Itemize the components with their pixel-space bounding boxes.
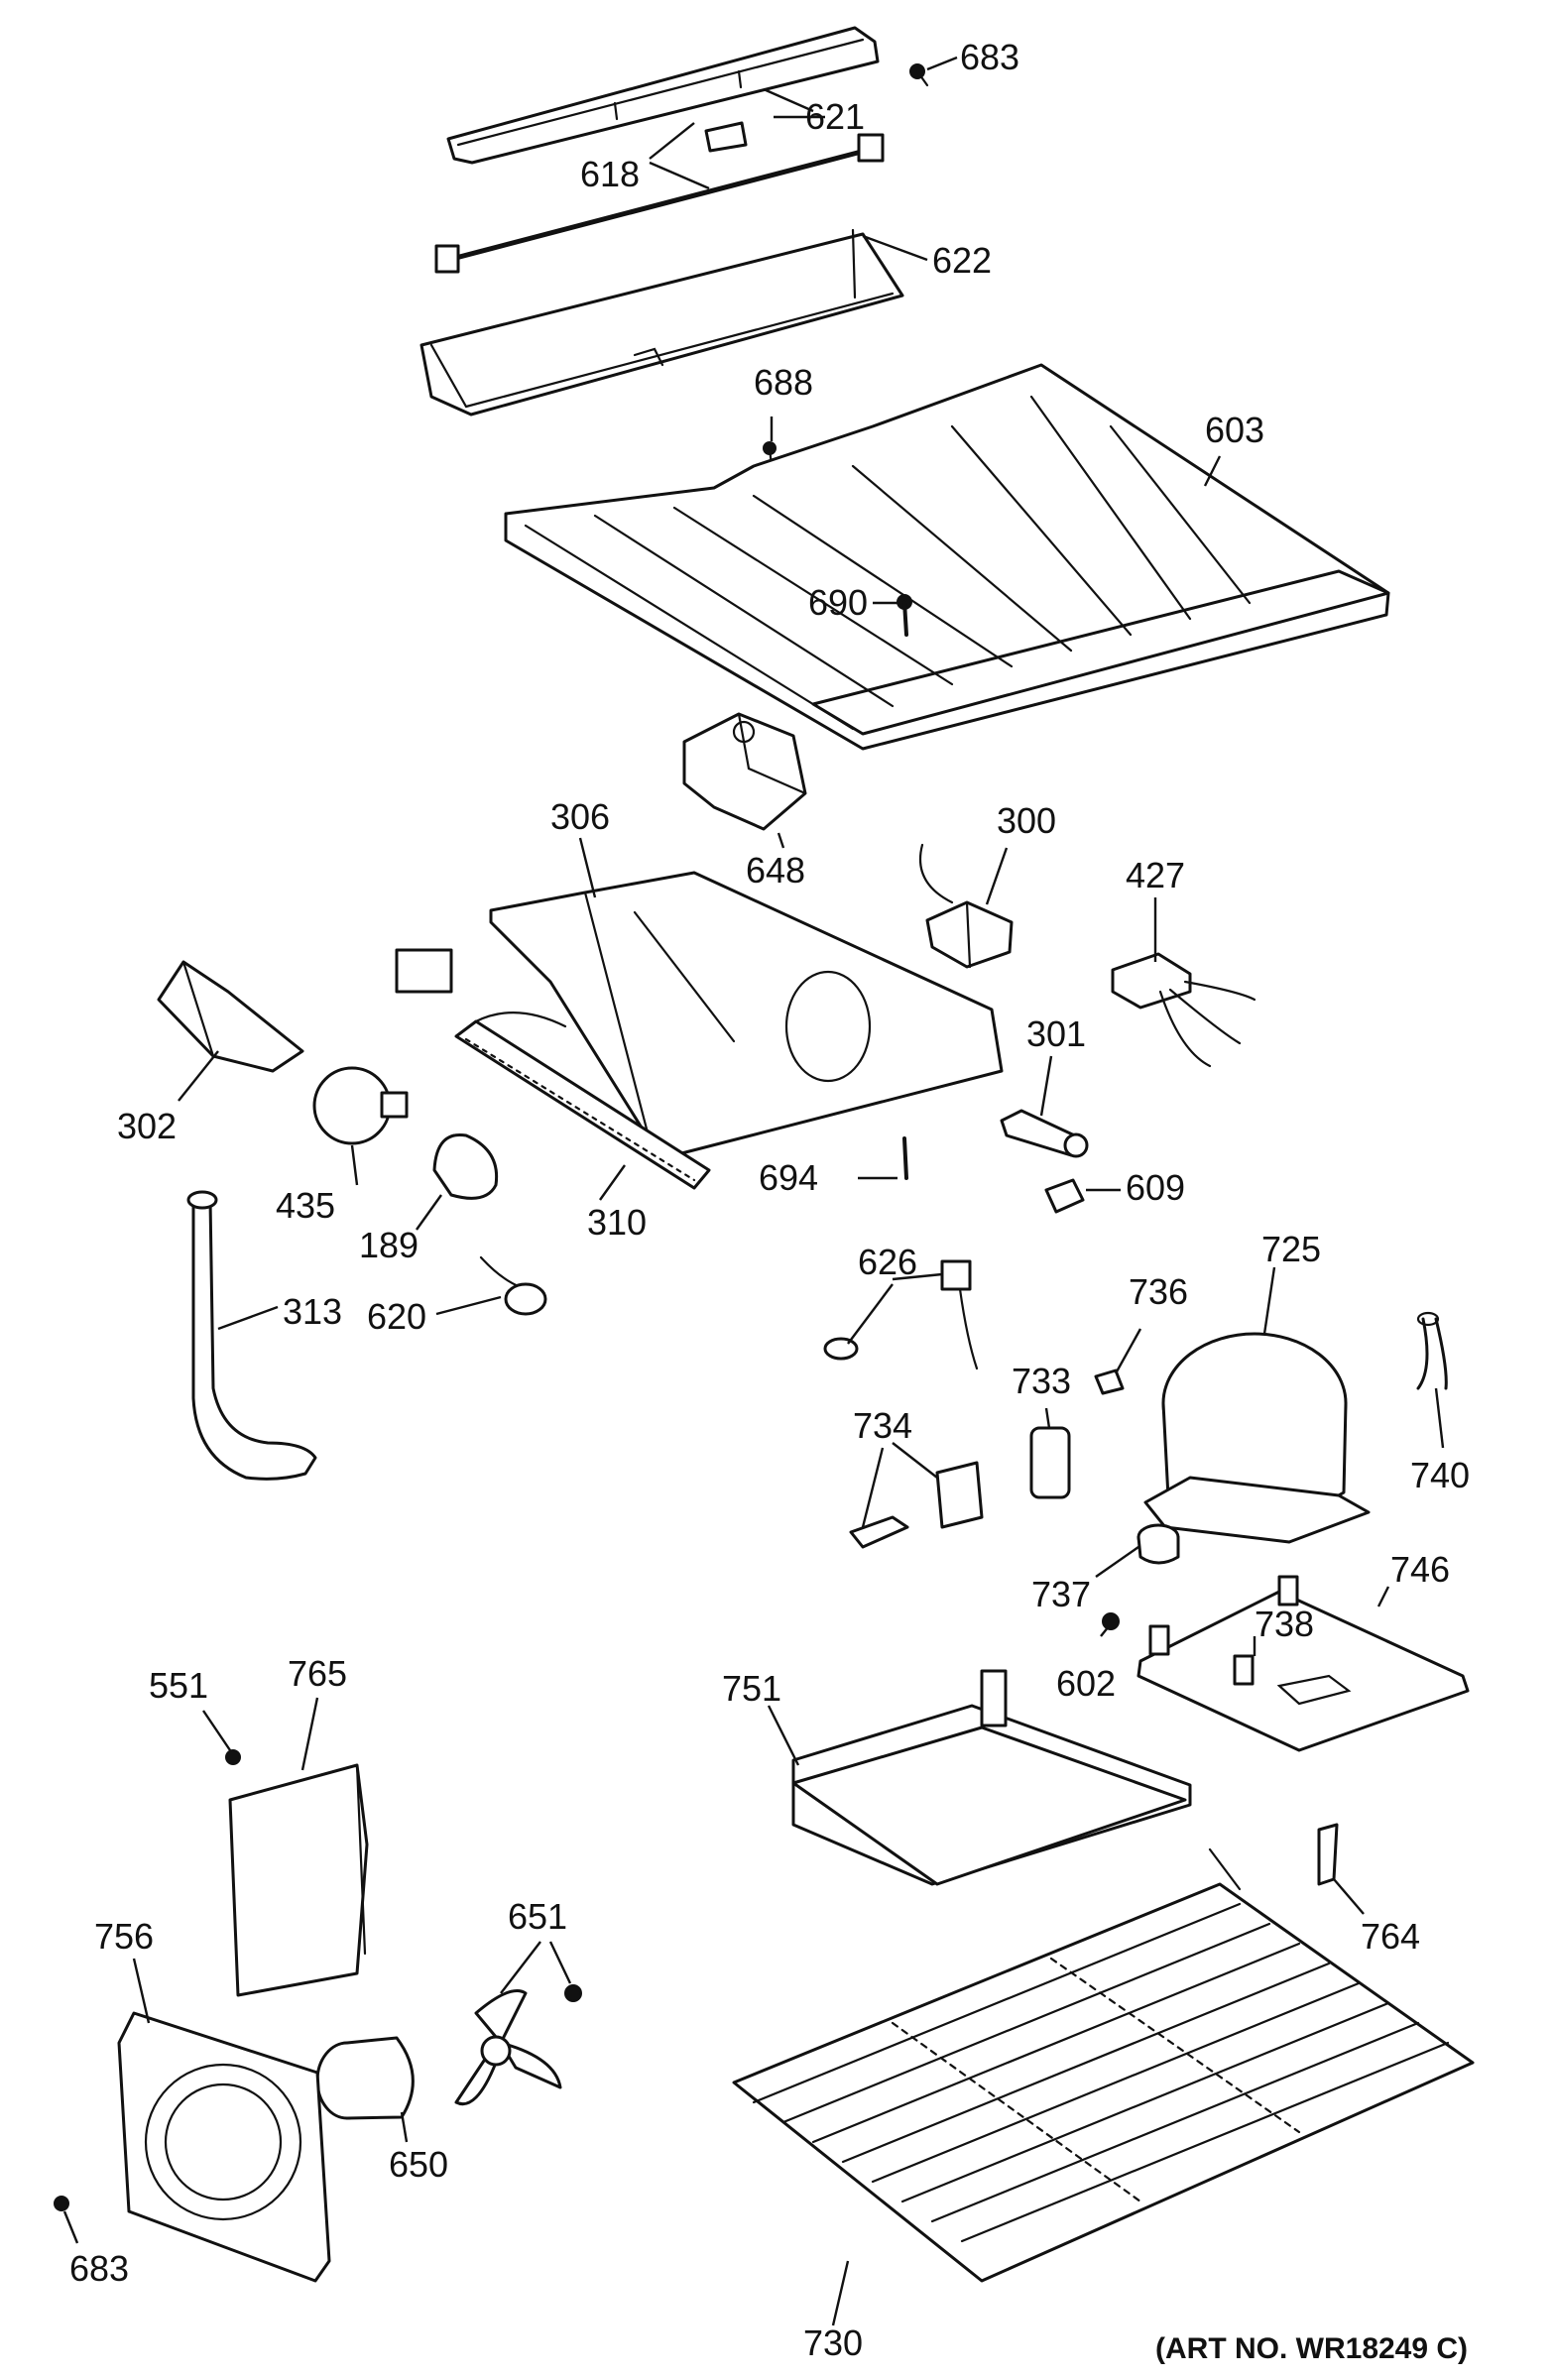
part-683-screw-bottom xyxy=(54,2196,69,2211)
label-626: 626 xyxy=(858,1242,917,1282)
label-756: 756 xyxy=(94,1916,154,1957)
label-603: 603 xyxy=(1205,410,1264,450)
part-694-screw xyxy=(902,1136,908,1180)
art-number: (ART NO. WR18249 C) xyxy=(1155,2332,1468,2365)
part-310-heater xyxy=(395,948,711,1190)
part-650-fan-motor xyxy=(315,2036,415,2120)
part-751-drain-pan xyxy=(791,1669,1192,1886)
label-725: 725 xyxy=(1261,1229,1321,1269)
label-746: 746 xyxy=(1390,1549,1450,1590)
label-306: 306 xyxy=(550,796,610,837)
label-683-top: 683 xyxy=(960,37,1019,77)
part-435-bulb xyxy=(312,1066,409,1145)
label-609: 609 xyxy=(1126,1167,1185,1208)
part-427-capacitor xyxy=(1111,952,1256,1068)
label-733: 733 xyxy=(1012,1361,1071,1401)
label-737: 737 xyxy=(1031,1574,1091,1614)
label-189: 189 xyxy=(359,1225,419,1265)
part-306-housing xyxy=(489,871,1004,1162)
label-683-bottom: 683 xyxy=(69,2248,129,2289)
part-725-compressor xyxy=(1143,1332,1371,1544)
label-740: 740 xyxy=(1410,1455,1470,1495)
label-620: 620 xyxy=(367,1296,426,1337)
label-301: 301 xyxy=(1026,1013,1086,1054)
label-764: 764 xyxy=(1361,1916,1420,1957)
part-733-relay xyxy=(1029,1426,1071,1499)
part-618-rod xyxy=(434,121,885,274)
part-683-screw-top xyxy=(909,63,929,87)
label-648: 648 xyxy=(746,850,805,891)
label-751: 751 xyxy=(722,1668,781,1709)
part-189-socket xyxy=(432,1132,499,1200)
part-746-mounting-plate xyxy=(1136,1575,1470,1752)
label-651: 651 xyxy=(508,1896,567,1937)
part-690-screw xyxy=(897,594,912,637)
label-688: 688 xyxy=(754,362,813,403)
callout-labels: 683 621 618 622 688 603 690 306 648 300 … xyxy=(69,37,1470,2365)
part-301-fuse xyxy=(1000,1109,1089,1158)
part-756-fan-bracket xyxy=(117,2011,331,2283)
label-310: 310 xyxy=(587,1202,647,1243)
label-618: 618 xyxy=(580,154,640,194)
label-427: 427 xyxy=(1126,855,1185,895)
part-764-clip xyxy=(1317,1823,1339,1886)
part-740-clip xyxy=(1416,1311,1448,1390)
label-551: 551 xyxy=(149,1665,208,1706)
part-622-tray xyxy=(419,228,904,416)
part-730-condenser xyxy=(732,1847,1475,2283)
label-621: 621 xyxy=(805,96,865,137)
label-738: 738 xyxy=(1255,1604,1314,1644)
label-650: 650 xyxy=(389,2144,448,2185)
part-302-duct xyxy=(157,960,304,1073)
part-313-drain-tube xyxy=(186,1190,317,1481)
label-602: 602 xyxy=(1056,1663,1116,1704)
label-302: 302 xyxy=(117,1106,177,1146)
part-734-overload xyxy=(849,1461,984,1549)
label-730: 730 xyxy=(803,2322,863,2363)
part-648-timer xyxy=(682,712,807,831)
part-603-shelf xyxy=(504,363,1390,751)
part-737-grommet xyxy=(1136,1523,1180,1565)
part-651-fan-blade xyxy=(454,1984,582,2105)
label-694: 694 xyxy=(759,1157,818,1198)
label-734: 734 xyxy=(853,1405,912,1446)
label-765: 765 xyxy=(288,1653,347,1694)
part-609-clip xyxy=(1044,1178,1085,1214)
part-765-panel xyxy=(228,1763,369,1997)
label-736: 736 xyxy=(1129,1271,1188,1312)
part-551-screw xyxy=(225,1749,241,1765)
part-602-screw xyxy=(1102,1612,1120,1630)
leader-lines xyxy=(62,56,1445,2326)
label-622: 622 xyxy=(932,240,992,281)
label-690: 690 xyxy=(808,582,868,623)
label-313: 313 xyxy=(283,1291,342,1332)
part-621-channel xyxy=(446,26,880,165)
part-626-cord xyxy=(823,1259,979,1370)
part-620-damper xyxy=(479,1255,547,1316)
label-300: 300 xyxy=(997,800,1056,841)
part-736-clip xyxy=(1094,1368,1125,1395)
part-300-switch xyxy=(918,843,1014,969)
label-435: 435 xyxy=(276,1185,335,1226)
